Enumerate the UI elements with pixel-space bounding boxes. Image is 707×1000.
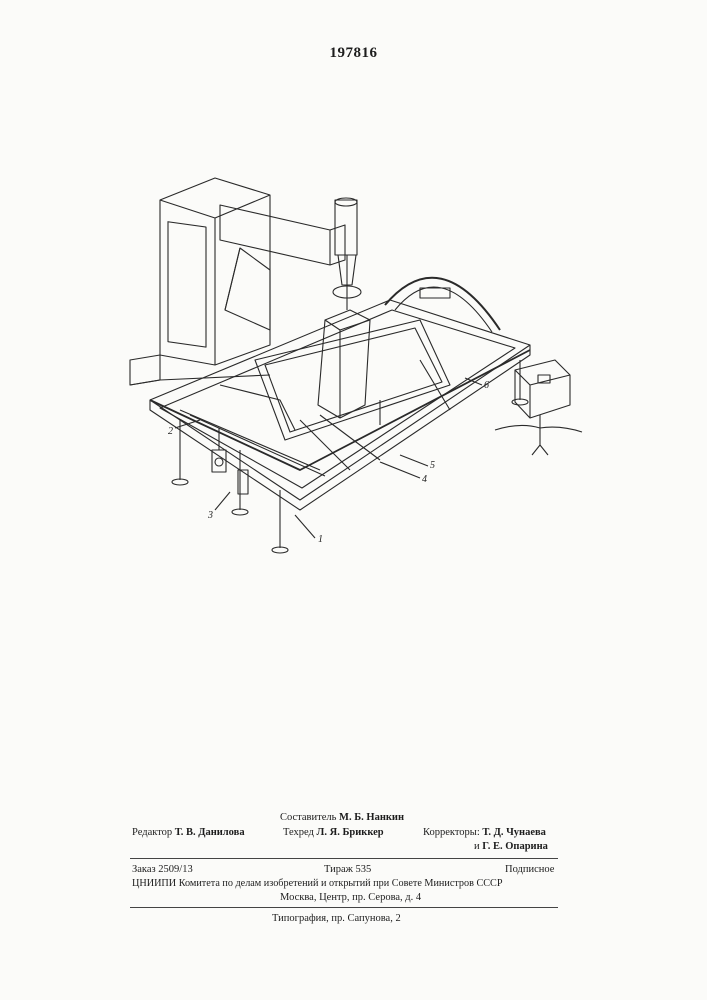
compiler-role: Составитель	[280, 812, 336, 823]
correctors-line: Корректоры: Т. Д. Чунаева	[423, 827, 546, 838]
carriage-frame	[255, 320, 450, 440]
part-label-5: 5	[430, 460, 435, 471]
editor-role: Редактор	[132, 827, 172, 838]
corrector-2-prefix: и	[474, 841, 480, 852]
print-run: Тираж 535	[324, 864, 371, 875]
address: Москва, Центр, пр. Серова, д. 4	[280, 892, 421, 903]
divider-top	[130, 858, 558, 859]
part-label-2: 2	[168, 426, 173, 437]
part-label-3: 3	[207, 510, 213, 521]
editor-line: Редактор Т. В. Данилова	[132, 827, 245, 838]
order-number: Заказ 2509/13	[132, 864, 193, 875]
corrector-2: Г. Е. Опарина	[482, 841, 548, 852]
techred-line: Техред Л. Я. Бриккер	[283, 827, 384, 838]
subscription: Подписное	[505, 864, 554, 875]
editor-name: Т. В. Данилова	[175, 827, 245, 838]
compiler-name: М. Б. Нанкин	[339, 812, 404, 823]
technical-drawing: 1 2 3 4 5 6	[120, 170, 600, 570]
welding-arm	[220, 205, 345, 265]
patent-number: 197816	[0, 45, 707, 62]
techred-role: Техред	[283, 827, 314, 838]
part-label-4: 4	[422, 474, 427, 485]
welding-machine-illustration: 1 2 3 4 5 6	[120, 170, 600, 570]
correctors-role: Корректоры:	[423, 827, 480, 838]
corrector-2-line: и Г. Е. Опарина	[474, 841, 548, 852]
compiler-line: Составитель М. Б. Нанкин	[280, 812, 404, 823]
techred-name: Л. Я. Бриккер	[317, 827, 384, 838]
part-label-6: 6	[484, 380, 489, 391]
control-pendant	[495, 360, 582, 455]
printing-house: Типография, пр. Сапунова, 2	[272, 913, 401, 924]
institute: ЦНИИПИ Комитета по делам изобретений и о…	[132, 878, 503, 889]
corrector-1: Т. Д. Чунаева	[482, 827, 546, 838]
part-label-1: 1	[318, 534, 323, 545]
divider-bottom	[130, 907, 558, 908]
